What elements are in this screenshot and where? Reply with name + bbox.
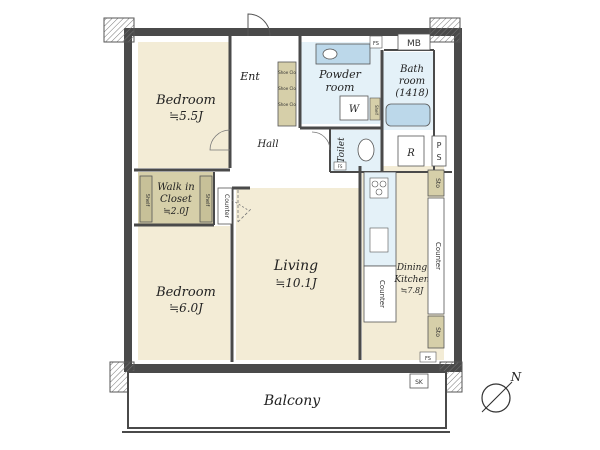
bedroom2-size: ≒6.0J	[169, 301, 204, 315]
entry-door[interactable]	[247, 13, 271, 37]
fs-top-label: FS	[373, 41, 379, 47]
dining-line1: Dining	[396, 263, 428, 273]
bedroom2-floor	[138, 226, 230, 360]
shoe-clo-1: Shoe Clo	[278, 70, 296, 75]
kitchen-sink	[369, 227, 389, 253]
compass	[481, 381, 513, 413]
mb-box	[397, 33, 431, 51]
walkin-size: ≒2.0J	[163, 207, 190, 217]
living-floor	[236, 188, 360, 360]
kitchen-island-counter	[363, 265, 397, 323]
balcony-area	[127, 371, 447, 429]
washer-label: W	[349, 104, 360, 115]
bedroom2-name: Bedroom	[155, 285, 216, 300]
powder-shelf	[369, 97, 381, 121]
fs-bottom	[419, 351, 437, 363]
shoe-clo-3: Shoe Clo	[278, 102, 296, 107]
right-counter	[427, 197, 445, 315]
bath-line3: (1418)	[395, 88, 428, 99]
fs-toilet-label: FS	[338, 164, 343, 169]
fs-top	[369, 35, 383, 49]
refrigerator-label: R	[406, 148, 415, 159]
burner-3	[375, 188, 383, 196]
fs-toilet	[333, 161, 347, 171]
refrigerator	[397, 135, 425, 167]
pillar-top-left	[103, 17, 135, 43]
bathtub	[385, 103, 431, 127]
dining-line2: Kitchen	[393, 275, 429, 285]
walkin-shelf-left	[139, 175, 153, 223]
walkin-line2: Closet	[160, 194, 193, 205]
powder-line2: room	[326, 81, 355, 94]
bath-line2: room	[399, 76, 425, 87]
living-name: Living	[273, 258, 318, 274]
toilet-fixture	[357, 138, 375, 162]
stove	[369, 177, 389, 199]
bedroom1-floor	[138, 42, 230, 168]
counter-hall-label: Counter	[223, 194, 230, 219]
bedroom1-door[interactable]	[209, 129, 231, 151]
shoe-closet	[277, 61, 297, 127]
living-door[interactable]	[237, 190, 253, 223]
ps-s: S	[436, 153, 441, 162]
powder-shelf-label: Shelf	[374, 105, 379, 116]
living-size: ≒10.1J	[275, 276, 318, 290]
compass-n-label: N	[510, 370, 522, 384]
walkin-shelf-right	[199, 175, 213, 223]
dining-size: ≒7.8J	[401, 286, 424, 295]
sk-box	[409, 373, 429, 389]
mb-label: MB	[407, 39, 421, 49]
storage-bottom-label: Sto	[434, 327, 441, 337]
ps-shaft	[431, 135, 447, 167]
pillar-top-right	[429, 17, 461, 43]
sink	[322, 48, 338, 60]
walkin-shelf-right-label: Shelf	[204, 194, 210, 207]
walkin-shelf-left-label: Shelf	[144, 194, 150, 207]
bedroom1-name: Bedroom	[155, 93, 216, 108]
shoe-clo-2: Shoe Clo	[278, 86, 296, 91]
burner-1	[371, 180, 379, 188]
balcony-label: Balcony	[263, 393, 321, 409]
counter-hall	[217, 187, 233, 225]
hall-label: Hall	[256, 139, 278, 150]
burner-2	[379, 180, 387, 188]
island-counter-label: Counter	[378, 280, 386, 308]
storage-bottom	[427, 315, 445, 349]
bath-line1: Bath	[399, 64, 424, 75]
entrance-label: Ent	[239, 70, 260, 83]
fs-bottom-label: FS	[425, 356, 431, 362]
washer	[339, 95, 369, 121]
toilet-label: Toilet	[337, 137, 347, 163]
bedroom1-size: ≒5.5J	[169, 109, 204, 123]
walkin-line1: Walk in	[157, 182, 194, 193]
toilet-door[interactable]	[311, 131, 331, 151]
right-counter-label: Counter	[434, 242, 442, 270]
storage-top-label: Sto	[434, 178, 441, 188]
sk-label: SK	[415, 379, 424, 386]
ps-p: P	[437, 141, 442, 150]
bedroom2-door[interactable]	[231, 199, 249, 211]
storage-top	[427, 169, 445, 197]
powder-line1: Powder	[318, 68, 362, 81]
